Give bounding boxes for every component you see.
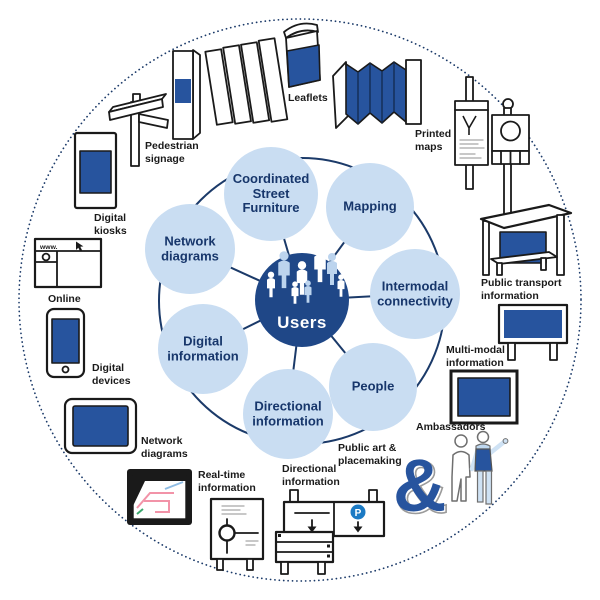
realtime-totem-icon [209, 497, 265, 571]
multimodal-screen-icon [449, 369, 519, 425]
label-network-diagrams: Network diagrams [141, 435, 188, 460]
node-label-people: People [351, 378, 395, 394]
node-label-directional-information: Directional information [252, 398, 324, 428]
digital-kiosk-icon [73, 131, 118, 210]
node-circles [145, 147, 460, 459]
label-leaflets: Leaflets [288, 92, 328, 104]
label-directional-information: Directional information [282, 463, 340, 488]
realtime-monitor-icon [127, 469, 192, 525]
users-people-icon [267, 245, 345, 304]
bus-stop-poles-icon [454, 76, 530, 221]
node-circle-intermodal-connectivity [370, 249, 460, 339]
bus-shelter-icon [479, 203, 573, 276]
cursor-icon [76, 241, 84, 252]
node-label-digital-information: Digital information [167, 333, 239, 363]
label-digital-devices: Digital devices [92, 362, 131, 387]
node-label-mapping: Mapping [343, 198, 397, 214]
label-real-time-information: Real-time information [198, 469, 256, 494]
node-circle-network-diagrams [145, 204, 235, 294]
ambassadors-people-icon [451, 430, 509, 505]
label-public-art-placemaking: Public art & placemaking [338, 442, 402, 467]
ampersand-art: & & [393, 444, 449, 530]
hub-circle [255, 253, 349, 347]
directional-signs-icon: P [274, 489, 386, 575]
label-digital-kiosks: Digital kiosks [94, 212, 127, 237]
smartphone-icon [45, 307, 86, 379]
hub-label-users: Users [277, 313, 327, 332]
ampersand-glyph: & [393, 444, 446, 527]
label-public-transport-information: Public transport information [481, 277, 562, 302]
node-circle-coordinated-street-furniture [224, 147, 318, 241]
label-multi-modal-information: Multi-modal information [446, 344, 505, 369]
parking-badge [350, 504, 366, 520]
parking-badge-letter: P [355, 508, 362, 519]
leaflets-icon [204, 22, 321, 126]
pedestrian-signage-icon [108, 49, 201, 167]
node-circle-directional-information [243, 369, 333, 459]
ampersand-shadow: & [395, 446, 448, 529]
label-ambassadors: Ambassadors [416, 421, 486, 433]
node-circle-mapping [326, 163, 414, 251]
node-label-intermodal-connectivity: Intermodal connectivity [377, 278, 453, 308]
outer-dotted-circle [18, 18, 582, 582]
node-circle-people [329, 343, 417, 431]
node-circle-digital-information [158, 304, 248, 394]
label-online: Online [48, 293, 81, 305]
node-label-coordinated-street-furniture: Coordinated Street Furniture [232, 171, 310, 216]
label-pedestrian-signage: Pedestrian signage [145, 140, 199, 165]
multimodal-board-icon [497, 303, 569, 361]
label-printed-maps: Printed maps [415, 128, 452, 153]
browser-url-text: www. [39, 244, 58, 251]
printed-maps-icon [332, 59, 422, 129]
tablet-icon [63, 397, 138, 455]
node-label-network-diagrams: Network diagrams [161, 233, 219, 263]
online-browser-icon: www. [33, 237, 103, 289]
